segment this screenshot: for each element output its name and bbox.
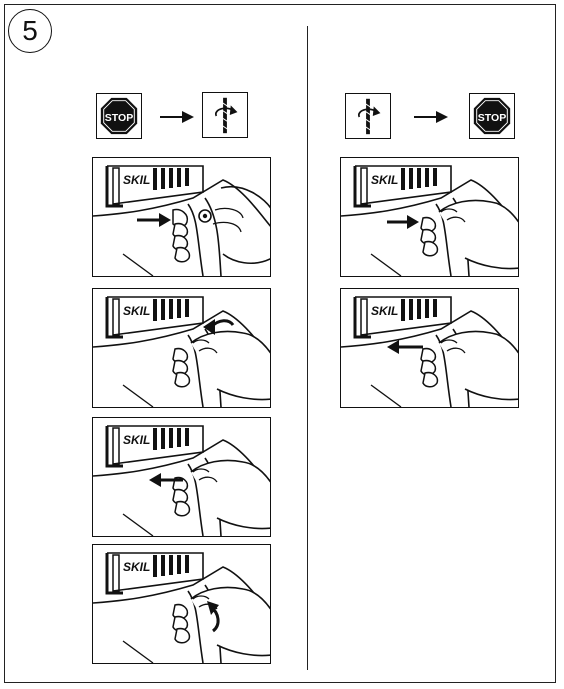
arrow-right-icon-right	[414, 110, 448, 124]
pull-arrow-icon	[149, 473, 161, 487]
step-number-badge: 5	[8, 9, 52, 53]
push-arrow-icon	[159, 213, 171, 227]
illustration-panel-1: SKIL	[92, 157, 271, 277]
brand-label: SKIL	[123, 433, 150, 447]
stop-label-right: STOP	[478, 112, 506, 124]
brand-label: SKIL	[371, 173, 398, 187]
brand-label: SKIL	[123, 173, 150, 187]
illustration-panel-3: SKIL	[92, 417, 271, 537]
stop-label: STOP	[105, 112, 133, 124]
drill-bit-rotation-icon	[202, 92, 248, 138]
brand-label: SKIL	[123, 304, 150, 318]
illustration-panel-5: SKIL	[340, 157, 519, 277]
brand-label: SKIL	[123, 560, 150, 574]
stop-sign-icon-right: STOP	[469, 93, 515, 139]
drill-bit-rotation-icon-right	[345, 93, 391, 139]
illustration-panel-4: SKIL	[92, 544, 271, 664]
column-divider	[307, 26, 308, 670]
push-arrow-icon	[407, 215, 419, 229]
illustration-panel-2: SKIL	[92, 288, 271, 408]
illustration-panel-6: SKIL	[340, 288, 519, 408]
brand-label: SKIL	[371, 304, 398, 318]
stop-sign-icon: STOP	[96, 93, 142, 139]
arrow-right-icon	[160, 110, 194, 124]
